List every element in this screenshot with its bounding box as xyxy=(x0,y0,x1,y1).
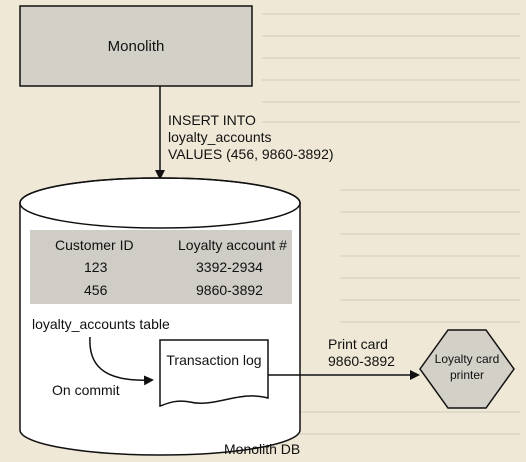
insert-statement-line1: INSERT INTO xyxy=(168,112,256,128)
table-header-loyalty-account: Loyalty account # xyxy=(178,237,287,253)
monolith-db-top-rim xyxy=(19,177,301,229)
printer-label-line1: Loyalty card xyxy=(434,352,500,366)
table-cell: 9860-3892 xyxy=(196,282,263,298)
monolith-box xyxy=(19,5,253,87)
on-commit-label: On commit xyxy=(52,382,120,398)
background-text-lines xyxy=(262,13,520,435)
table-cell: 456 xyxy=(84,282,108,298)
insert-statement-line3: VALUES (456, 9860-3892) xyxy=(168,146,334,162)
monolith-db-label: Monolith DB xyxy=(224,441,301,457)
table-cell: 123 xyxy=(84,259,108,275)
on-commit-arrow xyxy=(89,336,154,386)
table-band xyxy=(30,230,292,304)
print-card-label-line2: 9860-3892 xyxy=(328,353,395,369)
insert-statement-line2: loyalty_accounts xyxy=(168,129,272,145)
transaction-log-label: Transaction log xyxy=(166,352,262,368)
printer-label-line2: printer xyxy=(449,368,484,382)
transaction-log-shape xyxy=(159,339,269,408)
print-card-label-line1: Print card xyxy=(328,336,388,352)
monolith-label: Monolith xyxy=(107,38,165,55)
table-header-customer-id: Customer ID xyxy=(55,237,134,253)
table-cell: 3392-2934 xyxy=(196,259,263,275)
printer-hexagon xyxy=(419,329,515,409)
table-caption: loyalty_accounts table xyxy=(32,316,170,332)
